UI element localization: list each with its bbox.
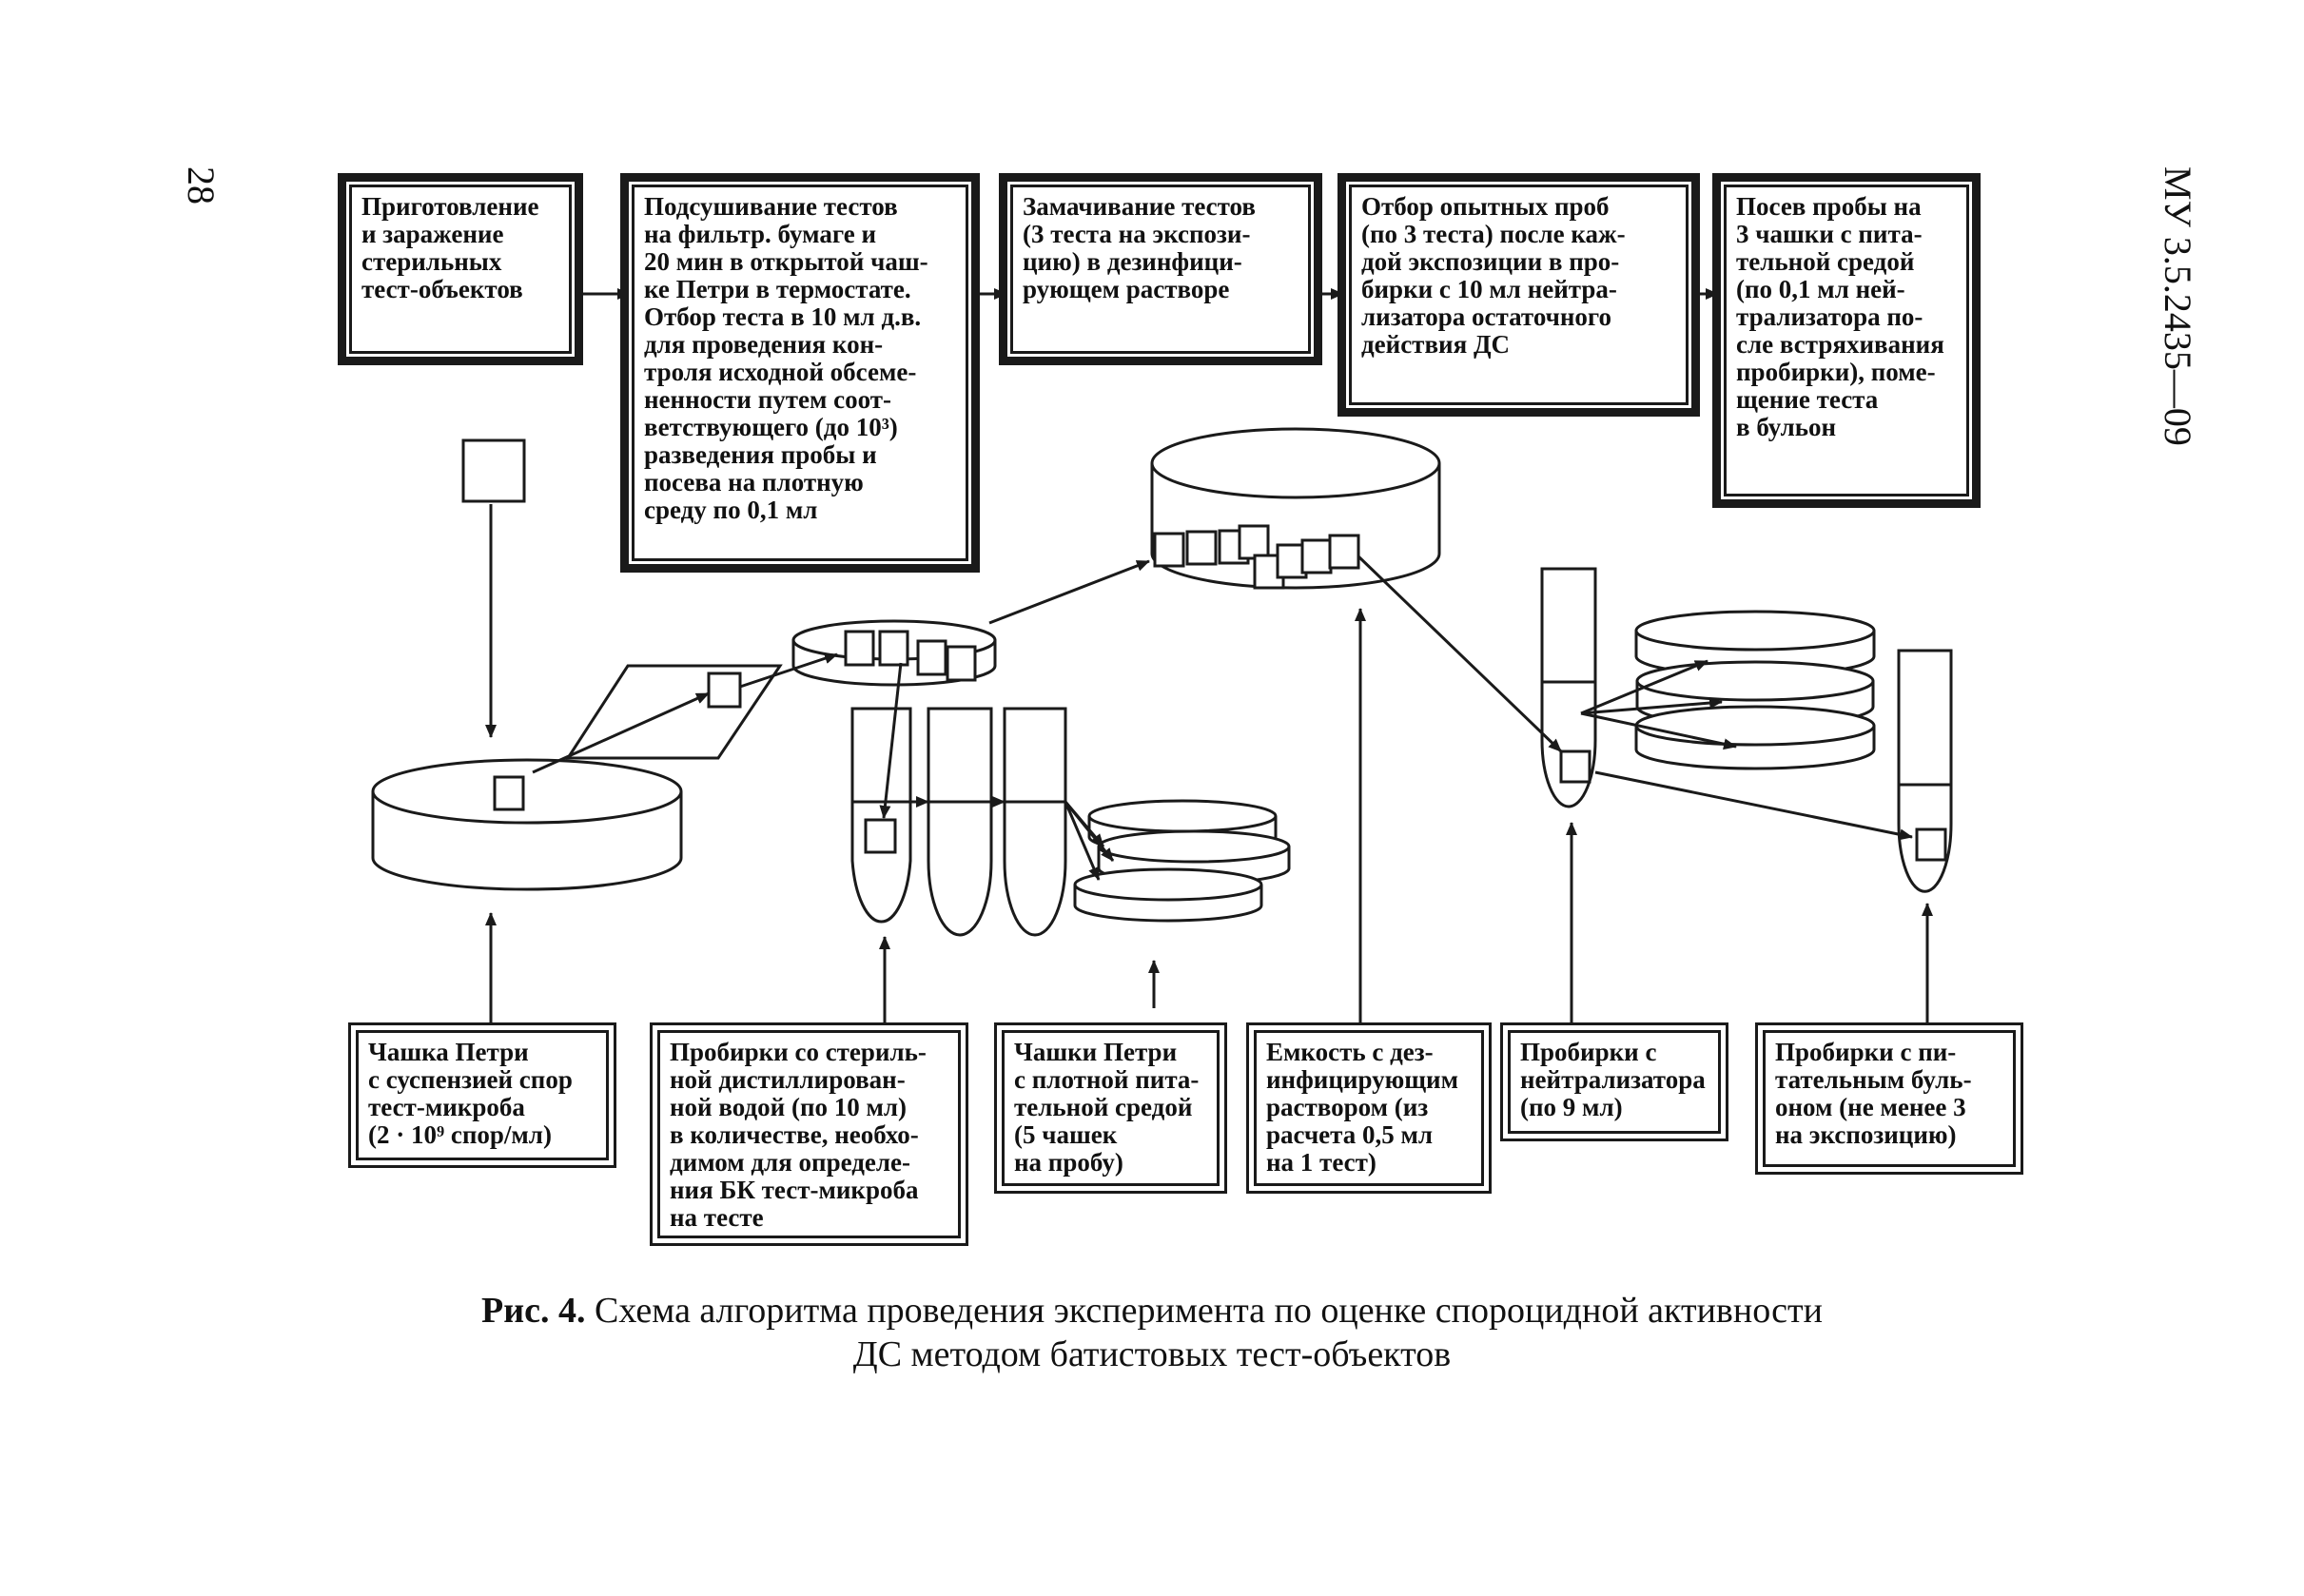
- step-box-seeding: Посев пробы на 3 чашки с пита- тельной с…: [1712, 173, 1981, 508]
- arrows: [485, 288, 1933, 1027]
- caption-line-1: Схема алгоритма проведения эксперимента …: [595, 1291, 1823, 1331]
- material-text: Чашка Петри с суспензией спор тест-микро…: [368, 1038, 573, 1149]
- step-text: Замачивание тестов (3 теста на экспози- …: [1023, 192, 1256, 303]
- broth-tube: [1897, 649, 1953, 893]
- step-text: Посев пробы на 3 чашки с пита- тельной с…: [1736, 192, 1944, 441]
- figure-caption: Рис. 4. Схема алгоритма проведения экспе…: [0, 1289, 2304, 1376]
- material-text: Чашки Петри с плотной пита- тельной сред…: [1014, 1038, 1200, 1177]
- nutrient-petri-dishes: [1073, 799, 1291, 923]
- material-text: Пробирки с пи- тательным буль- оном (не …: [1775, 1038, 1972, 1149]
- step-box-sampling: Отбор опытных проб (по 3 теста) после ка…: [1337, 173, 1700, 417]
- material-box-petri-suspension: Чашка Петри с суспензией спор тест-микро…: [348, 1022, 616, 1168]
- step-box-preparation: Приготовление и заражение стерильных тес…: [338, 173, 583, 365]
- step-text: Отбор опытных проб (по 3 теста) после ка…: [1361, 192, 1626, 359]
- material-text: Емкость с дез- инфицирующим раствором (и…: [1266, 1038, 1458, 1177]
- step-box-soaking: Замачивание тестов (3 теста на экспози- …: [999, 173, 1322, 365]
- test-object-square: [461, 438, 526, 503]
- material-box-nutrient-dishes: Чашки Петри с плотной пита- тельной сред…: [994, 1022, 1227, 1194]
- material-text: Пробирки с нейтрализатора (по 9 мл): [1520, 1038, 1706, 1121]
- disinfectant-container: [1150, 427, 1441, 590]
- neutralizer-tube: [1540, 567, 1597, 808]
- petri-dish-suspension: [371, 758, 683, 891]
- material-box-disinfectant: Емкость с дез- инфицирующим раствором (и…: [1246, 1022, 1492, 1194]
- test-tubes-water: [850, 707, 1067, 937]
- caption-line-2: ДС методом батистовых тест-объектов: [852, 1334, 1452, 1374]
- sowing-petri-dishes: [1634, 610, 1876, 770]
- step-text: Приготовление и заражение стерильных тес…: [361, 192, 539, 303]
- step-box-drying: Подсушивание тестов на фильтр. бумаге и …: [620, 173, 980, 573]
- material-box-water-tubes: Пробирки со стериль- ной дистиллирован- …: [650, 1022, 968, 1246]
- open-petri-dish: [791, 619, 997, 687]
- material-text: Пробирки со стериль- ной дистиллирован- …: [670, 1038, 927, 1232]
- caption-label: Рис. 4.: [481, 1291, 586, 1331]
- step-text: Подсушивание тестов на фильтр. бумаге и …: [644, 192, 928, 524]
- filter-paper: [565, 664, 783, 760]
- material-box-broth-tubes: Пробирки с пи- тательным буль- оном (не …: [1755, 1022, 2023, 1175]
- material-box-neutralizer-tubes: Пробирки с нейтрализатора (по 9 мл): [1500, 1022, 1728, 1141]
